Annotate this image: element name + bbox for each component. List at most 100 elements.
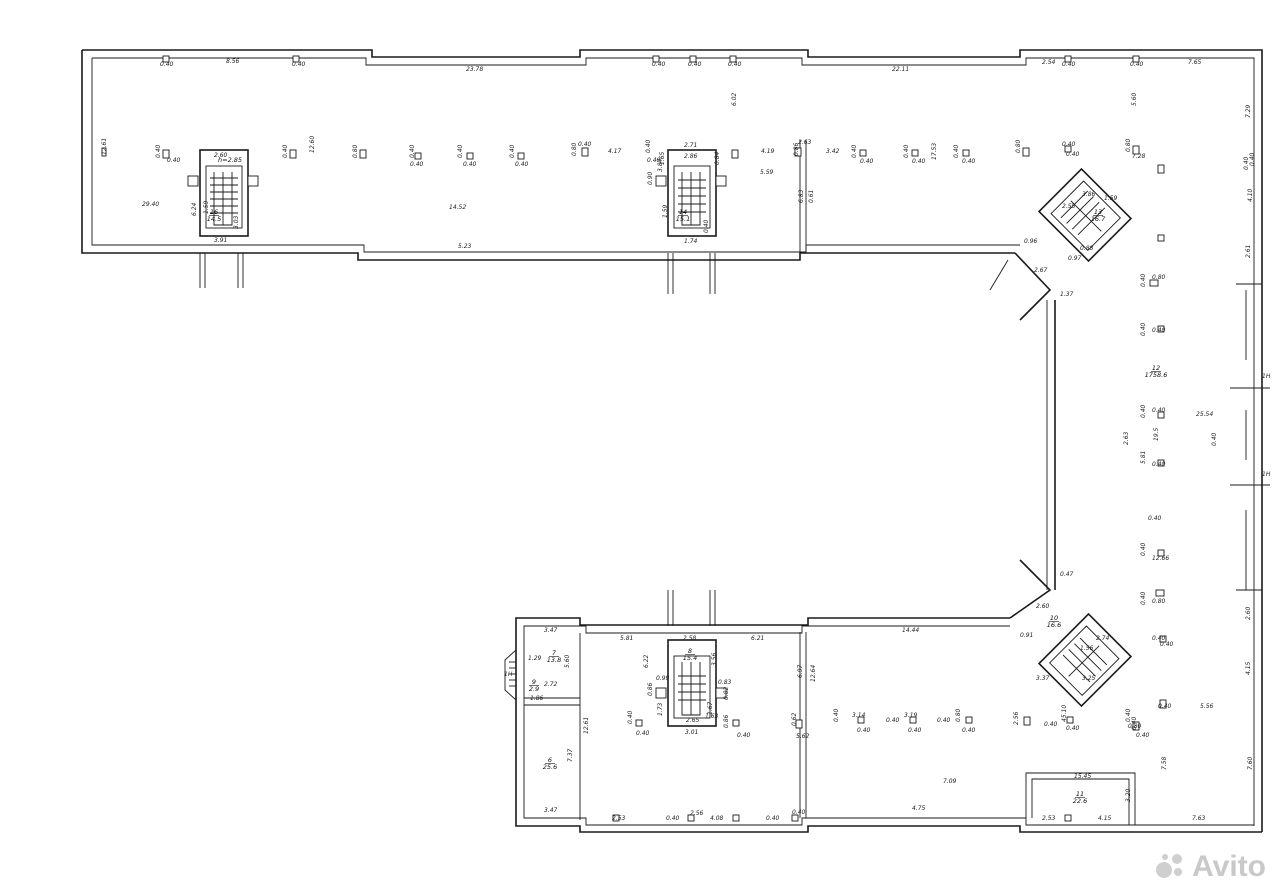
dimension-label: 0.40	[953, 144, 960, 158]
room-area: 15.1	[676, 215, 690, 223]
room-area: 1758.6	[1145, 371, 1168, 379]
dimension-label: 2.53	[1042, 815, 1056, 822]
dimension-label: 0.40	[1158, 703, 1172, 710]
window-mark: 1H	[504, 671, 513, 678]
room-area: 13.8	[547, 656, 561, 664]
room-number: 16	[210, 208, 218, 216]
dimension-label: 5.81	[620, 635, 633, 642]
dimension-label: 0.80	[571, 142, 578, 156]
dimension-label: 0.40	[962, 158, 976, 165]
dimension-label: 0.83	[718, 679, 732, 686]
dimension-label: 0.90	[647, 171, 654, 185]
dimension-label: 0.40	[688, 61, 702, 68]
dimension-label: 0.80	[1015, 139, 1022, 153]
dimension-label: 4.08	[710, 815, 724, 822]
dimension-label: 0.40	[1243, 156, 1250, 170]
dimension-label: 2.86	[684, 153, 698, 160]
window-mark: 1H	[1262, 373, 1271, 380]
dimension-label: 1.73	[657, 702, 664, 716]
dimension-label: 7.28	[1132, 153, 1146, 160]
room-area: 14.5	[207, 215, 221, 223]
dimension-label: 22.11	[892, 66, 909, 73]
stair-core-diagonal-top	[1037, 167, 1133, 263]
dimension-label: 1.59	[662, 204, 669, 218]
room-area: 25.6	[543, 763, 557, 771]
dimension-label: 1.59	[1104, 195, 1118, 202]
dimension-label: 12.66	[1152, 555, 1169, 562]
dimension-label: 0.40	[1148, 515, 1162, 522]
dimension-label: 0.40	[463, 161, 477, 168]
dimension-label: 0.40	[766, 815, 780, 822]
dimension-label: 3.86	[1082, 191, 1096, 198]
dimension-label: 25.54	[1196, 411, 1213, 418]
dimension-label: 0.40	[167, 157, 181, 164]
dimension-label: 0.86	[793, 142, 800, 156]
dimension-label: 0.40	[1152, 327, 1166, 334]
dimension-label: 3.47	[544, 627, 558, 634]
dimension-label: 0.40	[903, 144, 910, 158]
dimension-label: 0.40	[851, 144, 858, 158]
room-number: 13	[1094, 208, 1102, 216]
dimension-label: 0.86	[647, 682, 654, 696]
dimension-label: 6.21	[751, 635, 764, 642]
dimension-label: 2.74	[1096, 635, 1110, 642]
dimension-label: 0.40	[1130, 61, 1144, 68]
dimension-label: 0.40	[728, 61, 742, 68]
dimension-label: 2.63	[798, 139, 812, 146]
dimension-label: 4.19	[761, 148, 775, 155]
dimension-label: 0.40	[457, 144, 464, 158]
columns	[101, 55, 1167, 822]
dimension-label: 2.58	[683, 635, 697, 642]
dimension-label: 6.83	[798, 189, 805, 203]
dimension-label: 0.40	[1249, 152, 1256, 166]
room-area: 2.9	[529, 685, 539, 693]
dimension-label: 12.61	[101, 138, 108, 155]
dimension-label: 2.56	[690, 810, 704, 817]
room-number: 7	[552, 649, 557, 657]
dimension-label: 3.47	[544, 807, 558, 814]
dimension-label: 3.14	[852, 712, 866, 719]
dimension-label: 0.96	[1024, 238, 1038, 245]
dimension-label: 1.67	[707, 701, 714, 715]
dimension-label: 0.80	[955, 708, 962, 722]
dimension-label: 0.62	[791, 712, 798, 726]
dimension-label: 0.40	[1062, 61, 1076, 68]
dimension-label: 3.42	[826, 148, 840, 155]
dimension-label: 0.86	[723, 714, 730, 728]
dimension-label: 0.40	[409, 144, 416, 158]
wall-diagonal-top-b	[989, 259, 1009, 291]
dimension-label: 0.40	[627, 710, 634, 724]
dimension-label: 7.29	[1245, 104, 1252, 118]
outer-walls	[81, 49, 1270, 833]
stair-core-diagonal-bottom	[1037, 612, 1133, 708]
stair-core-middle	[655, 149, 727, 294]
dimension-label: 0.80	[352, 144, 359, 158]
window-mark: 1H	[1262, 471, 1271, 478]
room-number: 12	[1152, 364, 1160, 372]
dimension-label: 0.40	[515, 161, 529, 168]
dimension-label: 0.80	[1125, 138, 1132, 152]
dimension-label: 0.40	[1140, 404, 1147, 418]
dimension-label: 2.54	[1042, 59, 1056, 66]
dimension-label: 7.58	[1161, 756, 1168, 770]
dimension-label: 2.60	[1036, 603, 1050, 610]
dimension-label: 6.02	[731, 92, 738, 106]
dimension-label: 0.99	[656, 675, 670, 682]
dimension-label: 0.47	[1060, 571, 1074, 578]
dimension-label: 0.40	[652, 61, 666, 68]
dimension-label: 3.25	[1082, 675, 1096, 682]
dimension-label: 0.40	[282, 144, 289, 158]
dimension-label: 1.74	[684, 238, 698, 245]
room-number: 6	[548, 756, 552, 764]
dimension-label: 7.60	[1247, 756, 1254, 770]
dimension-label: 0.88	[1080, 245, 1094, 252]
dimension-label: 1.86	[530, 695, 544, 702]
dimension-label: 2.55	[1062, 203, 1076, 210]
dimension-label: 0.40	[578, 141, 592, 148]
dimension-label: 1.59	[203, 200, 210, 214]
dimension-label: 0.61	[808, 190, 815, 203]
dimension-label: 5.60	[564, 654, 571, 668]
room-area: 16.6	[1047, 621, 1061, 629]
